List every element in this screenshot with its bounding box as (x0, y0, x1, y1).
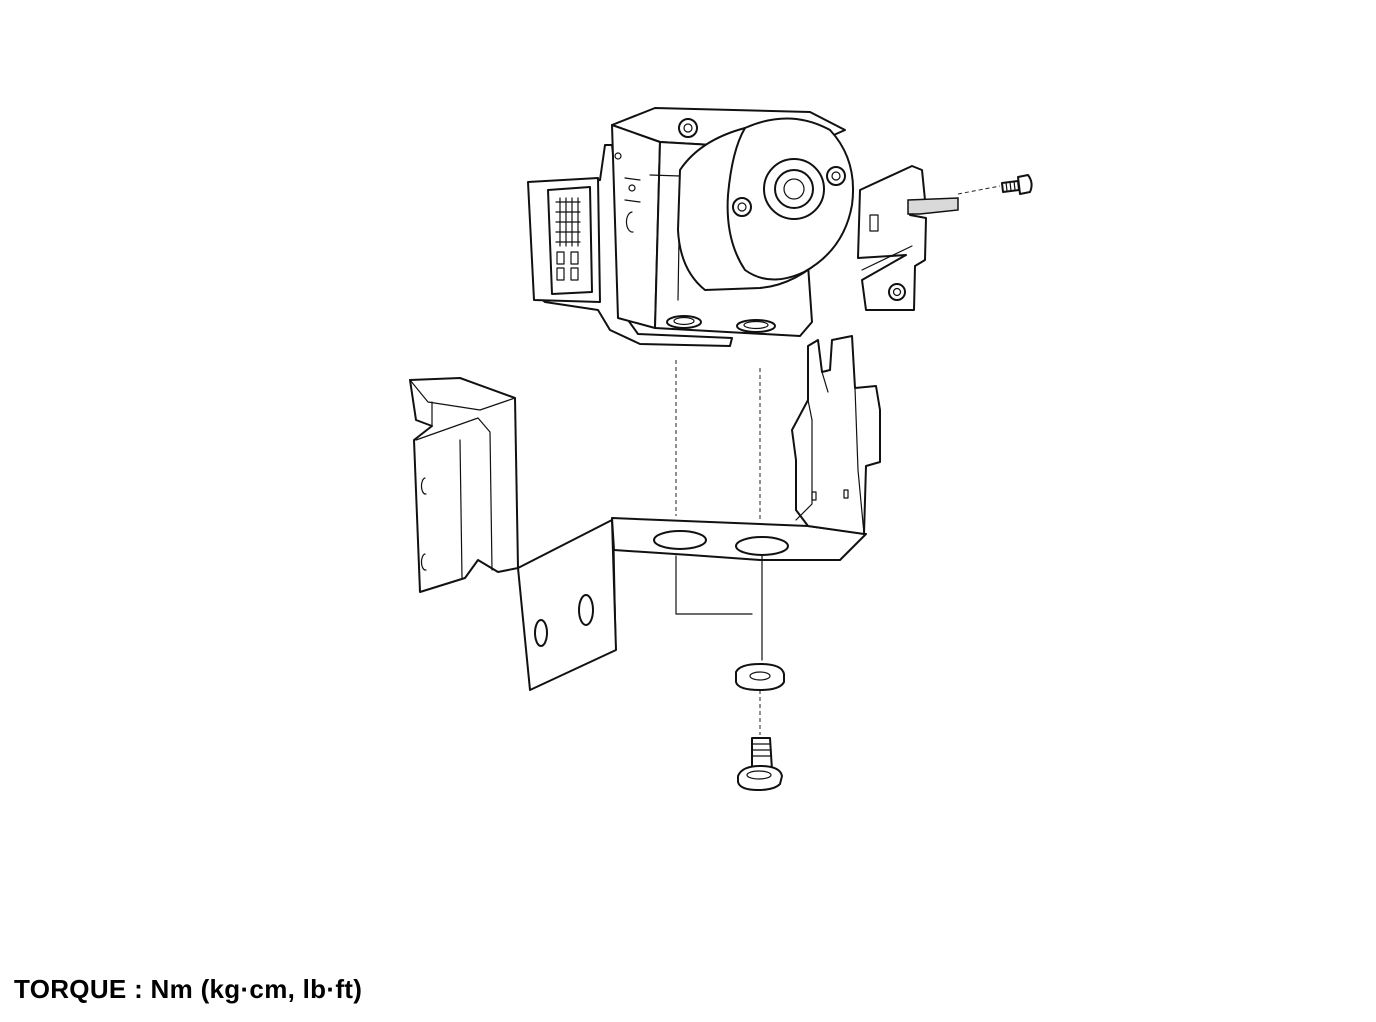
side-bracket-icon (857, 165, 959, 311)
top-nut-icon (678, 118, 698, 138)
torque-label: TORQUE : Nm (kg·cm, lb·ft) (14, 974, 363, 1004)
motor-icon (677, 117, 855, 291)
alignment-lines (675, 360, 763, 735)
connector-icon (527, 177, 601, 303)
washer-icon (735, 663, 785, 691)
mounting-bracket-icon (409, 335, 881, 691)
mounting-bolt-icon (957, 174, 1033, 195)
stud-bolt-icon (737, 737, 783, 791)
